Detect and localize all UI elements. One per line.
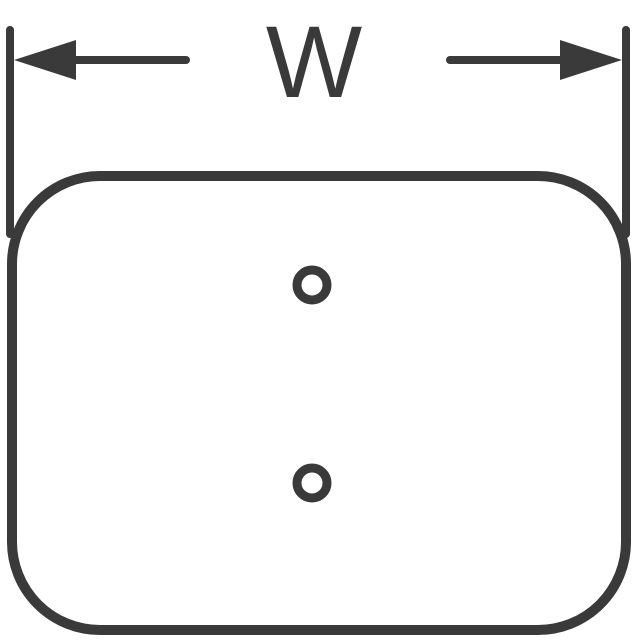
upper-terminal-hole (292, 265, 332, 305)
right-arrowhead-icon (560, 40, 622, 80)
lower-terminal-hole (292, 463, 332, 503)
component-body-outline (7, 171, 631, 635)
left-arrowhead-icon (14, 40, 76, 80)
width-dimension-label: W (266, 5, 362, 119)
